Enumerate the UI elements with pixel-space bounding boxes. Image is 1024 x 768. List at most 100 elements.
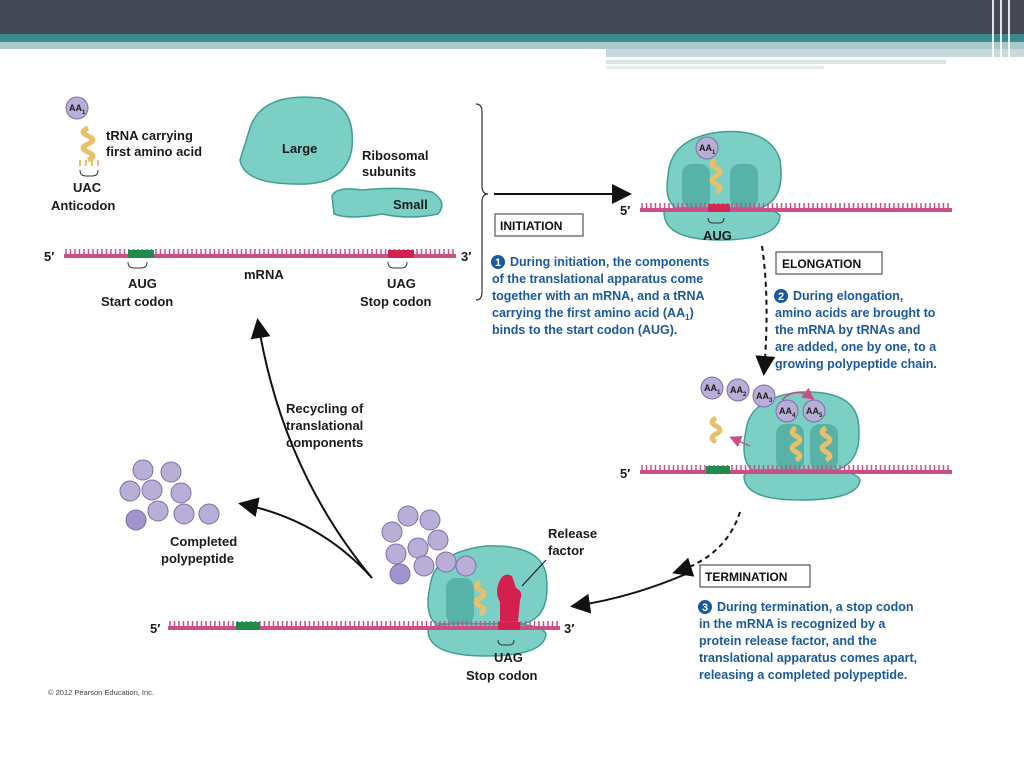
termination-text-1: During termination, a stop codon [717,600,914,614]
amino-acid-icon [455,555,477,577]
step-number-1 [491,255,505,269]
elongation-ribosome [709,387,861,501]
accent-line-right-thin [606,66,824,69]
copyright: © 2012 Pearson Education, Inc. [48,688,154,697]
completed-label-line1: Completed [170,534,237,549]
amino-acid-icon [435,551,457,573]
amino-acid-icon [413,555,435,577]
aa-label: AA1 [69,103,86,116]
amino-acid-icon [389,563,411,585]
stop-codon-label: Stop codon [360,294,432,309]
corner-decoration [1000,0,1002,70]
svg-text:AA3: AA3 [756,391,773,404]
recycling-label-line2: translational [286,418,363,433]
svg-text:AA2: AA2 [730,385,747,398]
amino-acid-icon [407,537,429,559]
amino-acid-icon [700,376,724,400]
accent-band-right [606,49,1024,57]
svg-text:AA4: AA4 [779,406,796,419]
amino-acid-icon [173,503,195,525]
trna-icon [789,425,803,463]
exit-arrow [729,436,751,448]
amino-acid-icon [397,505,419,527]
amino-acid-icon [141,479,163,501]
amino-acid-icon [419,509,441,531]
mrna-strand-initiation [640,208,952,212]
small-subunit [663,206,781,241]
mrna-strand-initial [64,249,456,258]
trna-label-line1: tRNA carrying [106,128,193,143]
recycling-label-line1: Recycling of [286,401,364,416]
stop-brace [387,261,408,269]
arrow-into-termination-ribosome [570,573,687,614]
start-codon-mark [708,204,730,212]
start-codon-mark [236,622,260,630]
five-prime-label: 5′ [44,249,54,264]
three-prime-label: 3′ [461,249,471,264]
svg-text:3: 3 [702,602,708,614]
ribosomal-label-line1: Ribosomal [362,148,428,163]
elongation-box [775,251,883,275]
completed-polypeptide-arrow [238,497,373,579]
release-factor-label-line1: Release [548,526,597,541]
release-factor [497,574,522,622]
completed-label-line2: polypeptide [161,551,234,566]
initiation-text-3: together with an mRNA, and a tRNA [492,289,705,303]
large-subunit-label: Large [282,141,317,156]
svg-text:AA5: AA5 [806,406,823,419]
arrow-to-termination [672,511,741,577]
amino-acid-icon [65,96,89,120]
small-subunit [331,187,443,218]
start-codon-code: AUG [128,276,157,291]
svg-text:1: 1 [495,257,501,269]
termination-polypeptide [381,505,477,585]
svg-text:AA1: AA1 [699,143,716,156]
elongation-text-2: amino acids are brought to [775,306,936,320]
start-brace [127,261,148,269]
large-subunit [239,96,354,185]
release-factor-label-line2: factor [548,543,584,558]
bracket [475,103,489,301]
step-number-3 [698,600,712,614]
initiation-title: INITIATION [500,219,562,233]
start-codon-mark [706,466,730,474]
trna-icon [80,125,96,163]
initiation-text-1: During initiation, the components [510,255,709,269]
initiation-box [494,213,584,237]
step-number-2 [774,289,788,303]
elongation-text-1: During elongation, [793,289,903,303]
termination-box [699,564,811,588]
trna-icon [819,425,833,463]
amino-acid-icon [802,399,826,423]
svg-text:AA1: AA1 [704,383,721,396]
start-codon-mark [128,250,154,258]
completed-polypeptide [119,459,220,531]
termination-text-2: in the mRNA is recognized by a [699,617,886,631]
amino-acid-icon [752,384,776,408]
amino-acid-icon [695,136,719,160]
amino-acid-icon [170,482,192,504]
trna-icon [709,157,723,195]
trna-icon [473,579,487,617]
termination-text-3: protein release factor, and the [699,634,877,648]
trna-first-amino-acid: AA1 [65,96,99,177]
amino-acid-icon [125,509,147,531]
stop-codon-code: UAG [387,276,416,291]
anticodon-code: UAC [73,180,102,195]
small-subunit [427,622,547,657]
amino-acid-icon [119,480,141,502]
five-prime-label: 5′ [620,466,630,481]
anticodon-label: Anticodon [51,198,115,213]
svg-text:2: 2 [778,291,784,303]
five-prime-label: 5′ [620,203,630,218]
anticodon-brace [79,169,99,177]
amino-acid-icon [427,529,449,551]
arrow-to-elongation [755,245,776,376]
elongation-text-3: the mRNA by tRNAs and [775,323,920,337]
accent-band [0,34,1024,42]
amino-acid-icon [160,461,182,483]
accent-band-light [0,42,1024,49]
termination-text-4: translational apparatus comes apart, [699,651,917,665]
stop-codon-mark [498,622,520,630]
